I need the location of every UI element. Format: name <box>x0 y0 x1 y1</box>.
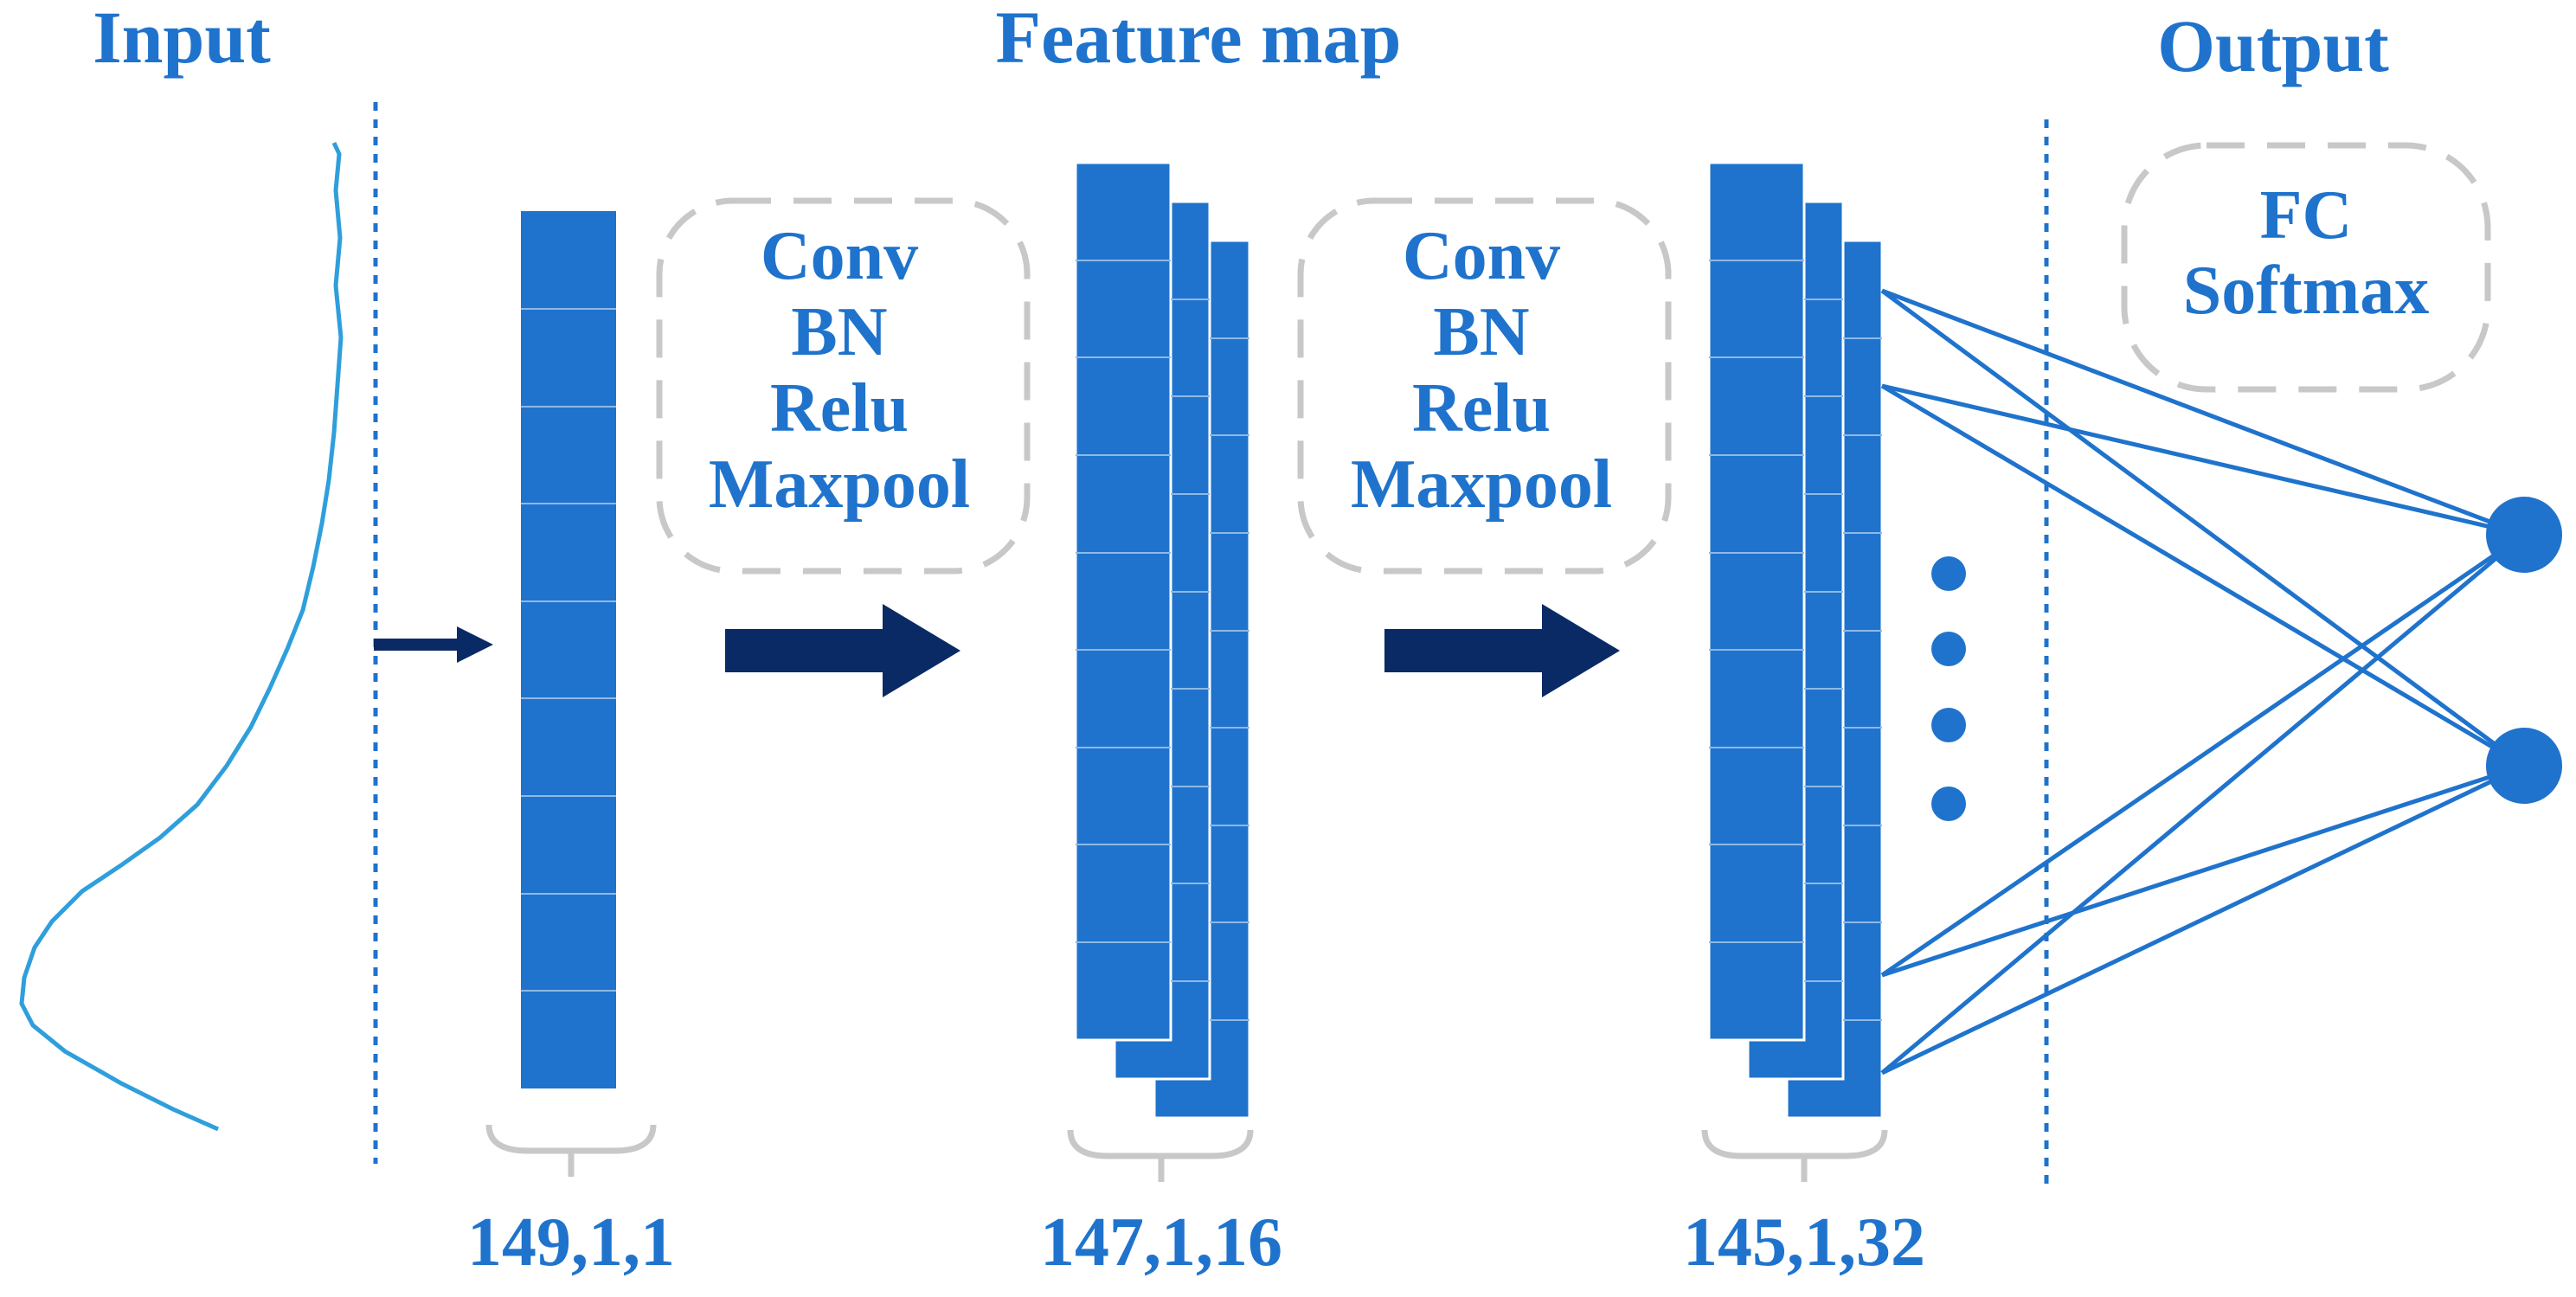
output-node-2 <box>2486 728 2562 804</box>
vertical-dots-icon <box>1931 556 1966 821</box>
input-vector-block <box>521 211 616 1088</box>
feature2-bracket <box>1701 1129 1888 1182</box>
output-node-1 <box>2486 497 2562 573</box>
op2-conv-label: Conv <box>1403 218 1560 294</box>
op2-bn-label: BN <box>1433 294 1529 370</box>
transition-arrow-2 <box>1384 604 1620 697</box>
input-signal-curve <box>19 141 344 1132</box>
op1-conv-label: Conv <box>761 218 918 294</box>
feature1-dimension-label: 147,1,16 <box>1040 1204 1282 1281</box>
section-title-feature-map: Feature map <box>996 0 1402 79</box>
op2-relu-label: Relu <box>1412 370 1551 446</box>
output-operation-box <box>2121 142 2491 393</box>
input-arrow <box>374 626 493 663</box>
input-dimension-label: 149,1,1 <box>467 1204 675 1281</box>
operation-box-1 <box>656 197 1031 575</box>
feature-map-1-stack <box>1074 161 1251 1120</box>
section-title-output: Output <box>2157 4 2389 87</box>
softmax-label: Softmax <box>2183 253 2429 329</box>
op2-maxpool-label: Maxpool <box>1351 446 1612 523</box>
fc-label: FC <box>2260 177 2353 254</box>
input-bracket <box>485 1124 657 1177</box>
feature1-bracket <box>1067 1129 1254 1182</box>
section-title-input: Input <box>93 0 271 79</box>
operation-box-2 <box>1297 197 1672 575</box>
transition-arrow-1 <box>725 604 960 697</box>
feature-map-2-stack <box>1707 161 1884 1120</box>
op1-bn-label: BN <box>791 294 887 370</box>
fc-connections <box>1880 288 2526 1075</box>
op1-relu-label: Relu <box>770 370 909 446</box>
feature2-dimension-label: 145,1,32 <box>1683 1204 1925 1281</box>
op1-maxpool-label: Maxpool <box>709 446 970 523</box>
